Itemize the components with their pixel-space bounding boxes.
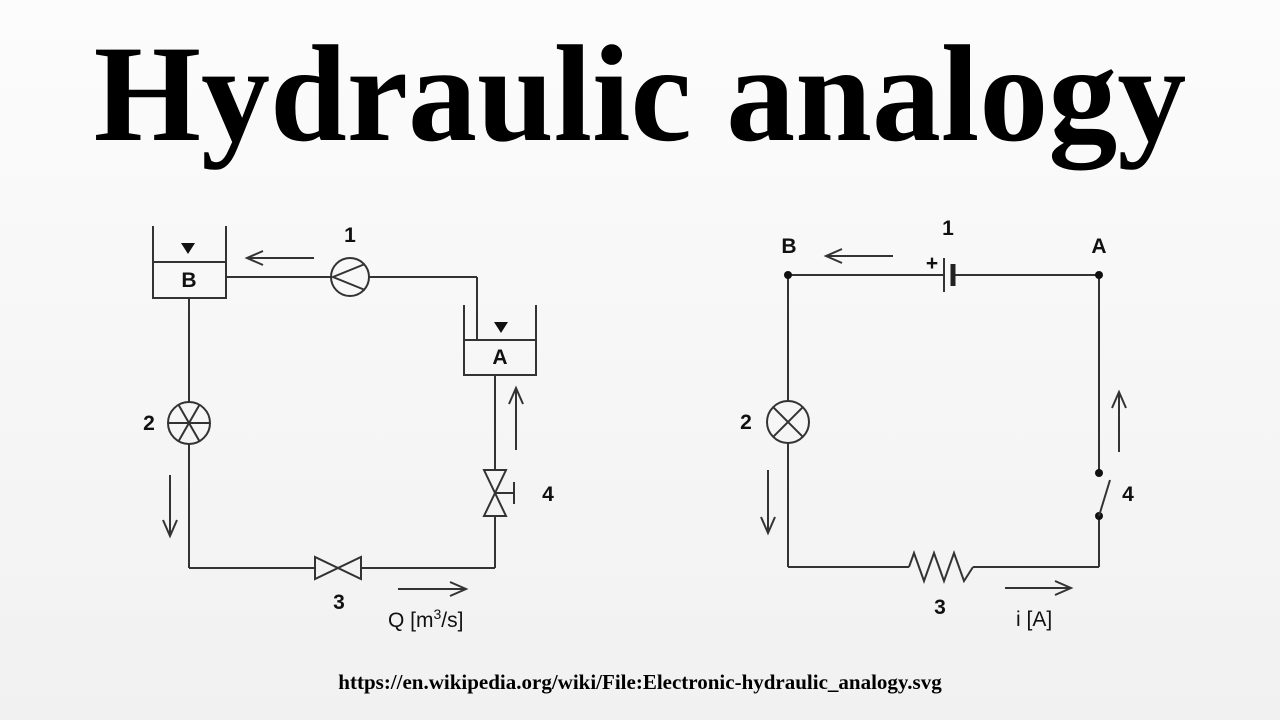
lamp-icon xyxy=(766,400,810,444)
flow-rate-label: Q [m3/s] xyxy=(388,606,463,632)
hydraulic-circuit: B A 1 2 3 xyxy=(143,224,554,632)
node-a-dot xyxy=(1095,271,1103,279)
tank-b: B xyxy=(152,226,227,299)
electric-circuit: B A + 1 2 3 4 xyxy=(740,217,1134,631)
current-label: i [A] xyxy=(1016,608,1052,631)
switch-label: 4 xyxy=(1122,483,1134,506)
lamp-label: 2 xyxy=(740,411,752,434)
switch-icon xyxy=(1095,469,1111,520)
source-url: https://en.wikipedia.org/wiki/File:Elect… xyxy=(338,670,942,694)
flow-arrow-up-icon xyxy=(508,385,524,450)
page-title: Hydraulic analogy xyxy=(93,17,1187,170)
current-arrow-left-icon xyxy=(823,248,893,264)
current-arrow-down-icon xyxy=(760,470,776,536)
water-level-marker-icon xyxy=(494,322,508,333)
battery-label: 1 xyxy=(942,217,954,240)
current-arrow-right-icon xyxy=(1005,580,1074,596)
node-a-label: A xyxy=(1091,235,1106,258)
flow-arrow-right-icon xyxy=(398,581,469,597)
turbine-label: 2 xyxy=(143,412,155,435)
tank-b-label: B xyxy=(181,269,196,292)
water-level-marker-icon xyxy=(181,243,195,254)
pump-icon xyxy=(330,257,370,297)
node-b-label: B xyxy=(781,235,796,258)
tank-a-label: A xyxy=(492,346,507,369)
flow-arrow-down-icon xyxy=(162,475,178,539)
resistor-label: 3 xyxy=(934,596,946,619)
current-arrow-up-icon xyxy=(1111,389,1127,452)
battery-plus-label: + xyxy=(926,252,938,275)
turbine-icon xyxy=(167,401,211,445)
flow-arrow-left-icon xyxy=(244,250,314,266)
valve-icon xyxy=(482,469,515,517)
resistor-icon xyxy=(908,550,974,584)
tank-a: A xyxy=(463,305,537,376)
node-b-dot xyxy=(784,271,792,279)
constriction-label: 3 xyxy=(333,591,345,614)
constriction-icon xyxy=(314,555,362,581)
pump-label: 1 xyxy=(344,224,356,247)
battery-icon xyxy=(943,258,956,292)
valve-label: 4 xyxy=(542,483,554,506)
